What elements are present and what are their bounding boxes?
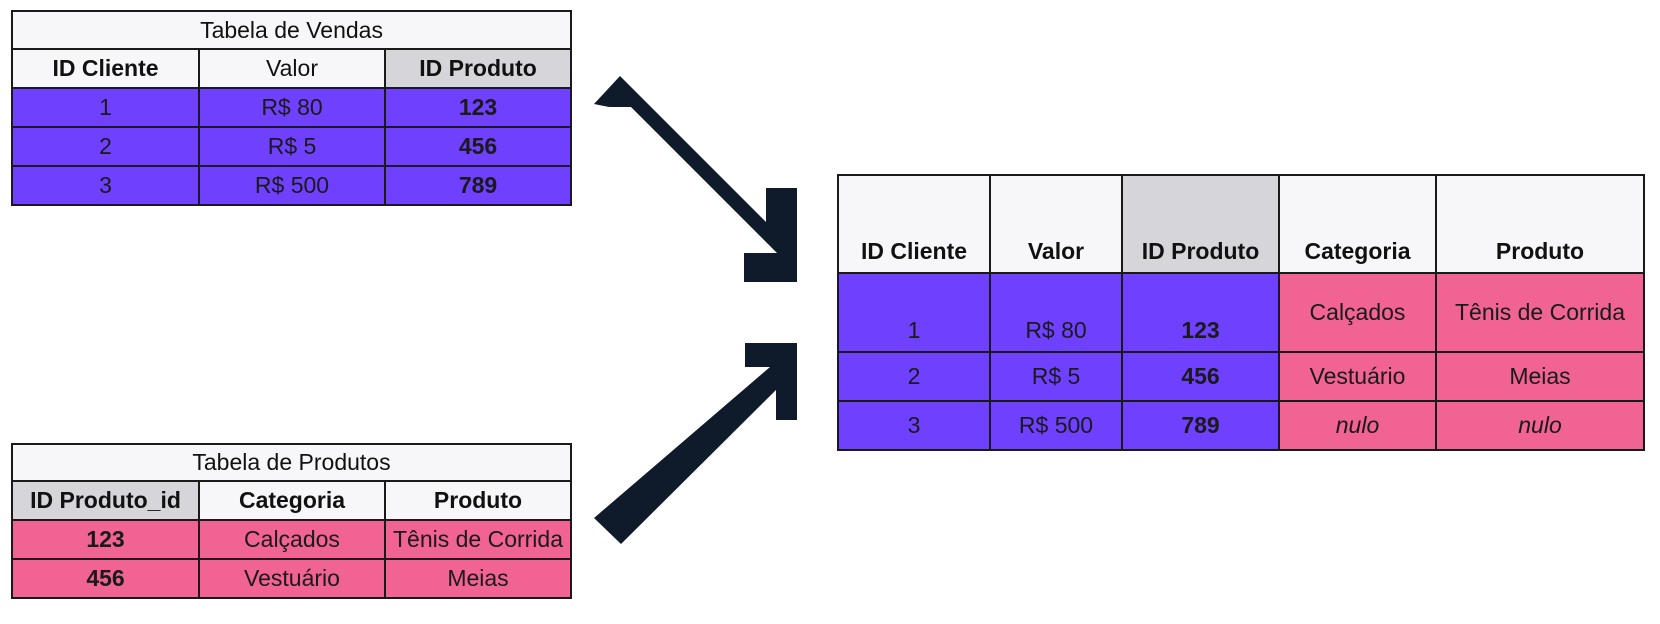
sales-cell-id-produto: 456	[383, 126, 573, 167]
result-cell-id-produto: 123	[1121, 272, 1280, 353]
sales-row: 3 R$ 500 789	[11, 165, 573, 206]
result-row: 1 R$ 80 123 Calçados Tênis de Corrida	[837, 272, 1645, 353]
sales-table: Tabela de Vendas ID Cliente Valor ID Pro…	[10, 10, 573, 206]
sales-cell-id-produto: 789	[383, 165, 573, 206]
sales-cell-id-cliente: 3	[11, 165, 200, 206]
products-cell-id: 456	[11, 558, 200, 599]
sales-row: 2 R$ 5 456	[11, 126, 573, 167]
result-cell-produto-null: nulo	[1435, 400, 1645, 451]
products-header-produto: Produto	[384, 480, 572, 521]
result-cell-id-cliente: 2	[837, 351, 991, 402]
result-cell-id-produto: 789	[1121, 400, 1280, 451]
products-header-id-produto-id: ID Produto_id	[11, 480, 200, 521]
products-header-categoria: Categoria	[198, 480, 386, 521]
result-cell-valor: R$ 500	[989, 400, 1123, 451]
result-row: 3 R$ 500 789 nulo nulo	[837, 400, 1645, 451]
result-header-categoria: Categoria	[1278, 174, 1437, 274]
products-cell-id: 123	[11, 519, 200, 560]
sales-table-title: Tabela de Vendas	[10, 10, 573, 50]
sales-header-id-produto: ID Produto	[383, 48, 573, 89]
result-cell-id-cliente: 1	[837, 272, 991, 353]
arrow-down-right-icon	[594, 76, 797, 282]
result-cell-valor: R$ 80	[989, 272, 1123, 353]
result-header-id-produto: ID Produto	[1121, 174, 1280, 274]
sales-cell-valor: R$ 5	[198, 126, 386, 167]
result-header-produto: Produto	[1435, 174, 1645, 274]
products-row: 123 Calçados Tênis de Corrida	[11, 519, 572, 560]
products-cell-categoria: Vestuário	[198, 558, 386, 599]
products-cell-produto: Tênis de Corrida	[384, 519, 572, 560]
result-cell-produto: Meias	[1435, 351, 1645, 402]
result-cell-valor: R$ 5	[989, 351, 1123, 402]
result-cell-categoria: Calçados	[1278, 272, 1437, 353]
sales-cell-valor: R$ 80	[198, 87, 386, 128]
result-table: ID Cliente Valor ID Produto Categoria Pr…	[837, 174, 1645, 451]
result-header-valor: Valor	[989, 174, 1123, 274]
products-row: 456 Vestuário Meias	[11, 558, 572, 599]
products-cell-produto: Meias	[384, 558, 572, 599]
sales-header-id-cliente: ID Cliente	[11, 48, 200, 89]
sales-cell-id-cliente: 1	[11, 87, 200, 128]
result-cell-produto: Tênis de Corrida	[1435, 272, 1645, 353]
result-cell-categoria-null: nulo	[1278, 400, 1437, 451]
result-cell-id-produto: 456	[1121, 351, 1280, 402]
arrow-up-right-icon	[594, 343, 797, 544]
sales-cell-id-produto: 123	[383, 87, 573, 128]
sales-cell-id-cliente: 2	[11, 126, 200, 167]
sales-row: 1 R$ 80 123	[11, 87, 573, 128]
sales-cell-valor: R$ 500	[198, 165, 386, 206]
products-cell-categoria: Calçados	[198, 519, 386, 560]
result-cell-id-cliente: 3	[837, 400, 991, 451]
result-header-id-cliente: ID Cliente	[837, 174, 991, 274]
result-row: 2 R$ 5 456 Vestuário Meias	[837, 351, 1645, 402]
products-table: Tabela de Produtos ID Produto_id Categor…	[11, 443, 572, 599]
products-table-title: Tabela de Produtos	[11, 443, 572, 482]
sales-header-valor: Valor	[198, 48, 386, 89]
result-cell-categoria: Vestuário	[1278, 351, 1437, 402]
